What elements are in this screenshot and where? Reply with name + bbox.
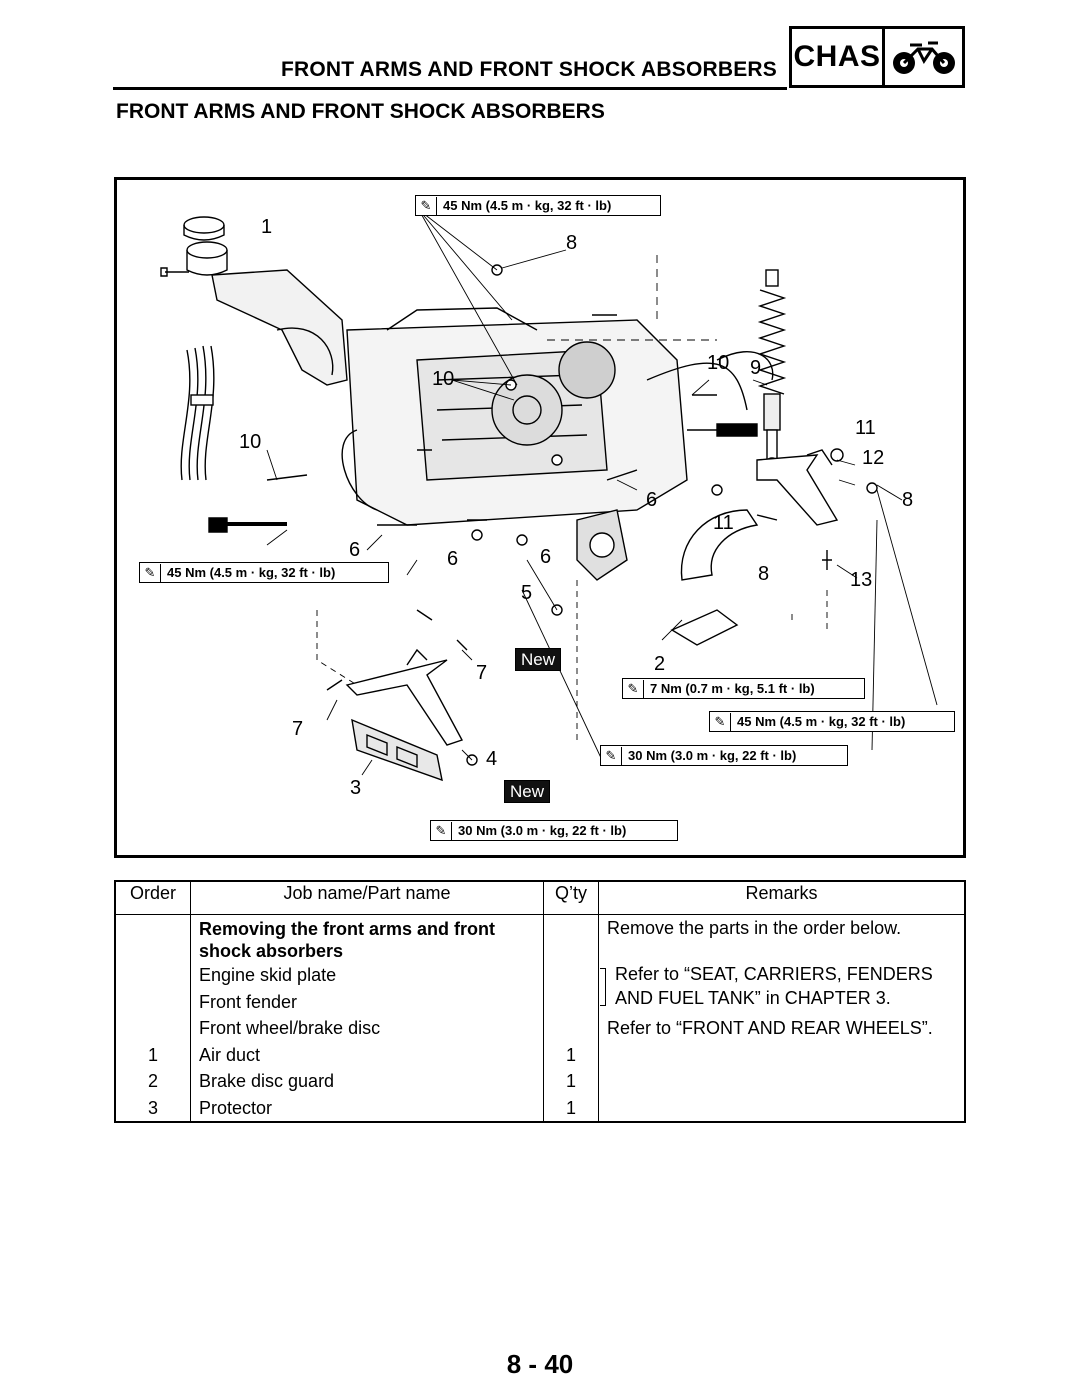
section-title: Removing the front arms and front shock … — [190, 914, 544, 962]
page-heading: FRONT ARMS AND FRONT SHOCK ABSORBERS — [116, 100, 605, 123]
torque-wrench-icon: ✎ — [710, 712, 731, 731]
callout-number: 12 — [862, 447, 885, 469]
callout-number: 6 — [646, 489, 658, 511]
exploded-view-illustration — [160, 209, 938, 782]
column-header-order: Order — [114, 881, 191, 915]
callout-number: 8 — [758, 563, 770, 585]
table-row: Front fender — [114, 988, 965, 1015]
table-row: 2 Brake disc guard 1 — [114, 1068, 965, 1095]
parts-table: Order Job name/Part name Q’ty Remarks Re… — [114, 880, 966, 1123]
table-row: 3 Protector 1 — [114, 1094, 965, 1122]
bracket-note: Refer to “SEAT, CARRIERS, FENDERS AND FU… — [598, 962, 965, 1015]
callout-number: 6 — [349, 539, 361, 561]
new-part-badge: New — [504, 780, 551, 803]
torque-spec: ✎ 30 Nm (3.0 m · kg, 22 ft · lb) — [600, 745, 848, 766]
section-label: CHAS — [792, 29, 885, 85]
exploded-diagram: ✎ 45 Nm (4.5 m · kg, 32 ft · lb) ✎ 45 Nm… — [114, 177, 966, 858]
table-row: Front wheel/brake disc Refer to “FRONT A… — [114, 1015, 965, 1042]
torque-spec: ✎ 45 Nm (4.5 m · kg, 32 ft · lb) — [415, 195, 661, 216]
torque-wrench-icon: ✎ — [416, 196, 437, 215]
callout-number: 8 — [566, 232, 578, 254]
new-part-badge: New — [515, 648, 562, 671]
callout-number: 5 — [521, 582, 533, 604]
torque-spec: ✎ 30 Nm (3.0 m · kg, 22 ft · lb) — [430, 820, 678, 841]
column-header-qty: Q’ty — [543, 881, 599, 915]
callout-number: 11 — [713, 512, 734, 534]
table-row: Removing the front arms and front shock … — [114, 914, 965, 962]
section-badge: CHAS — [789, 26, 965, 88]
callout-number: 11 — [855, 417, 876, 439]
callout-number: 10 — [432, 368, 455, 390]
callout-number: 9 — [750, 357, 762, 379]
callout-number: 7 — [476, 662, 488, 684]
column-header-job: Job name/Part name — [190, 881, 544, 915]
callout-number: 7 — [292, 718, 304, 740]
table-header-row: Order Job name/Part name Q’ty Remarks — [114, 881, 965, 915]
header-title: FRONT ARMS AND FRONT SHOCK ABSORBERS — [280, 58, 777, 81]
torque-spec: ✎ 7 Nm (0.7 m · kg, 5.1 ft · lb) — [622, 678, 865, 699]
callout-number: 8 — [902, 489, 914, 511]
callout-number: 1 — [261, 216, 273, 238]
torque-wrench-icon: ✎ — [140, 563, 161, 582]
callout-number: 3 — [350, 777, 362, 799]
callout-number: 13 — [850, 569, 873, 591]
callout-number: 10 — [707, 352, 730, 374]
torque-wrench-icon: ✎ — [623, 679, 644, 698]
callout-number: 4 — [486, 748, 498, 770]
callout-number: 6 — [447, 548, 459, 570]
column-header-remarks: Remarks — [598, 881, 965, 915]
header-rule — [113, 87, 787, 90]
atv-icon — [885, 29, 962, 85]
callout-number: 10 — [239, 431, 262, 453]
page-header: FRONT ARMS AND FRONT SHOCK ABSORBERS CHA… — [113, 26, 965, 90]
torque-wrench-icon: ✎ — [431, 821, 452, 840]
table-row: Engine skid plate Refer to “SEAT, CARRIE… — [114, 962, 965, 1015]
callout-number: 2 — [654, 653, 666, 675]
torque-spec: ✎ 45 Nm (4.5 m · kg, 32 ft · lb) — [709, 711, 955, 732]
torque-spec: ✎ 45 Nm (4.5 m · kg, 32 ft · lb) — [139, 562, 389, 583]
callout-number: 6 — [540, 546, 552, 568]
table-row: 1 Air duct 1 — [114, 1041, 965, 1068]
page-number: 8 - 40 — [506, 1349, 574, 1379]
torque-wrench-icon: ✎ — [601, 746, 622, 765]
